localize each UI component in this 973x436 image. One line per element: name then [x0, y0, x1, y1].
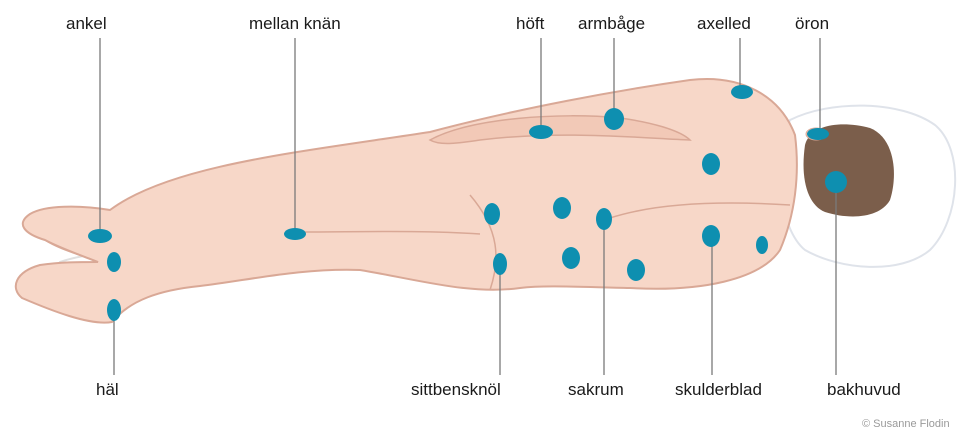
- copyright-credit: © Susanne Flodin: [862, 419, 950, 430]
- point-back-1: [484, 203, 500, 225]
- label-bakhuvud: bakhuvud: [827, 381, 901, 398]
- label-oron: öron: [795, 15, 829, 32]
- point-skulderblad: [702, 225, 720, 247]
- label-skulderblad: skulderblad: [675, 381, 762, 398]
- point-shoulder: [702, 153, 720, 175]
- point-sittbensknol: [493, 253, 507, 275]
- point-hal: [107, 299, 121, 321]
- point-buttock-low: [562, 247, 580, 269]
- label-ankel: ankel: [66, 15, 107, 32]
- point-hip-low: [627, 259, 645, 281]
- point-oron: [807, 128, 829, 140]
- label-axelled: axelled: [697, 15, 751, 32]
- label-sittbensknol: sittbensknöl: [411, 381, 501, 398]
- point-axelled: [731, 85, 753, 99]
- label-mellan-knan: mellan knän: [249, 15, 341, 32]
- body-silhouette: [16, 79, 797, 323]
- point-mellan-knan: [284, 228, 306, 240]
- point-ankel-lower: [107, 252, 121, 272]
- point-neck: [756, 236, 768, 254]
- point-hoft: [529, 125, 553, 139]
- label-armbage: armbåge: [578, 15, 645, 32]
- point-armbage: [604, 108, 624, 130]
- point-sakrum: [596, 208, 612, 230]
- point-back-2: [553, 197, 571, 219]
- label-sakrum: sakrum: [568, 381, 624, 398]
- label-hal: häl: [96, 381, 119, 398]
- point-ankel: [88, 229, 112, 243]
- point-bakhuvud: [825, 171, 847, 193]
- label-hoft: höft: [516, 15, 544, 32]
